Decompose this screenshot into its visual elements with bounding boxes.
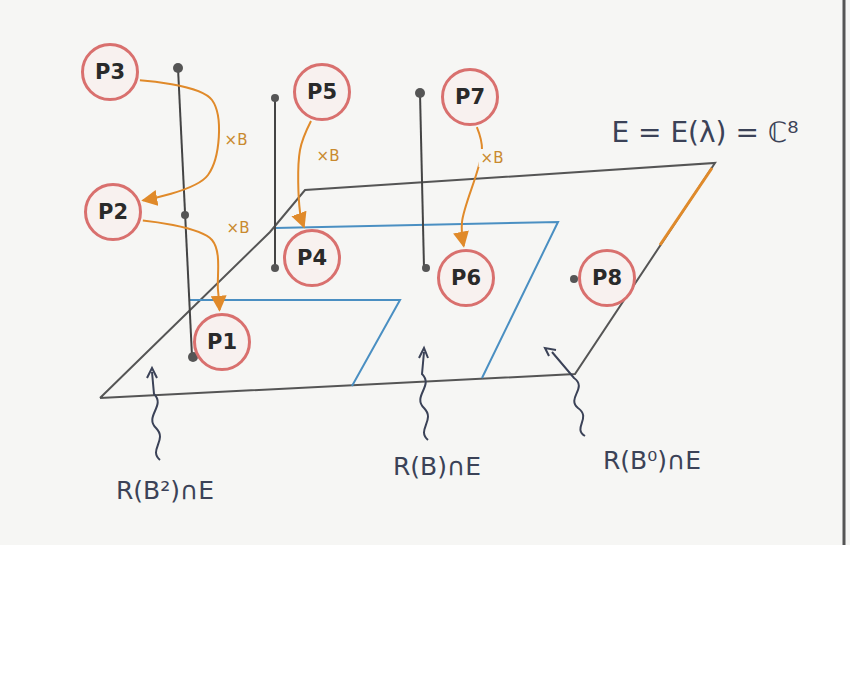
point-label: P3 [95, 60, 125, 84]
leader-line [152, 372, 160, 460]
point-circle: P4 [283, 229, 341, 287]
region-label: R(B²)∩E [116, 476, 214, 505]
multiply-arrow [143, 220, 220, 310]
point-label: P7 [455, 85, 485, 109]
point-dot [415, 88, 425, 98]
leader-head [419, 348, 428, 358]
fibre-line [420, 93, 424, 268]
fibre-line [274, 98, 276, 268]
leader-line [552, 352, 585, 436]
paper [0, 0, 850, 545]
region-label: R(B)∩E [393, 452, 481, 481]
point-label: P4 [297, 246, 327, 270]
leader-line [420, 352, 428, 440]
point-circle: P8 [578, 249, 636, 307]
region-label: R(B⁰)∩E [603, 446, 701, 475]
space-label: E = E(λ) = ℂ⁸ [611, 116, 798, 149]
point-circle: P1 [193, 313, 251, 371]
multiply-arrow [462, 127, 482, 246]
point-circle: P2 [84, 183, 142, 241]
point-dot [570, 275, 578, 283]
edge-label: ×B [225, 219, 252, 237]
orange-mark [660, 168, 712, 245]
point-label: P6 [451, 266, 481, 290]
point-label: P8 [592, 266, 622, 290]
point-circle: P3 [81, 43, 139, 101]
edge-label: ×B [223, 131, 250, 149]
point-dot [271, 94, 279, 102]
point-circle: P7 [441, 68, 499, 126]
point-dot [181, 211, 189, 219]
plane-outline [100, 163, 715, 398]
point-circle: P5 [293, 63, 351, 121]
point-dot [271, 264, 279, 272]
leader-head [147, 368, 157, 378]
edge-label: ×B [315, 147, 342, 165]
point-label: P2 [98, 200, 128, 224]
point-dot [422, 264, 430, 272]
fibre-line [178, 68, 192, 356]
paper-edge [843, 0, 846, 545]
point-dot [173, 63, 183, 73]
point-label: P5 [307, 80, 337, 104]
region-outline [190, 300, 400, 386]
multiply-arrow [140, 80, 219, 200]
leader-head [545, 348, 556, 356]
edge-label: ×B [479, 149, 506, 167]
multiply-arrow [298, 121, 311, 227]
point-circle: P6 [437, 249, 495, 307]
point-label: P1 [207, 330, 237, 354]
